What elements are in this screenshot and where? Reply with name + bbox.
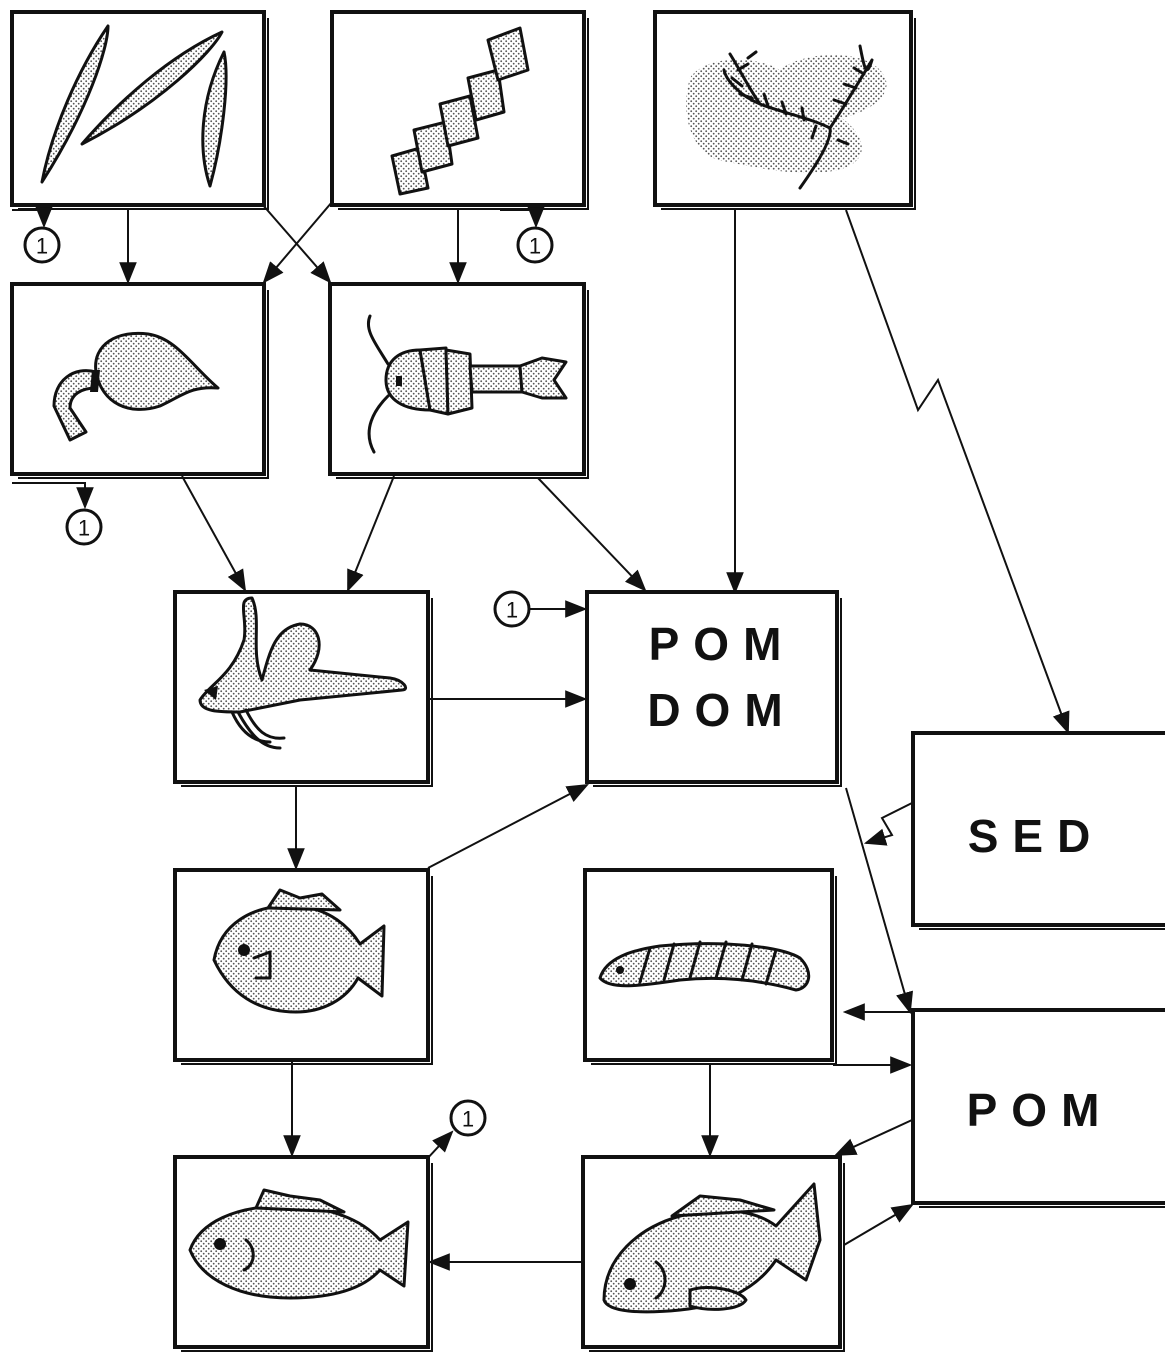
marker-label: 1 [506,598,518,623]
pom-label: POM [967,1084,1114,1136]
benthic-fish-illustration [602,1182,822,1314]
marker-label: 1 [529,234,541,259]
box-rotifer [10,282,269,479]
box-pom-dom: POM DOM [585,590,842,787]
sed-label: SED [968,810,1105,862]
box-chain-diatoms [330,10,589,210]
arrow-copepod-to-pomdom [537,477,647,592]
marker-label: 1 [78,516,90,541]
arrow-pomdom-to-pom [845,787,914,1015]
chain-diatoms-illustration [390,26,530,196]
predator-fish-illustration [188,1188,410,1300]
copepod-illustration [367,314,568,454]
marker-pom-dom-input: 1 [493,590,531,628]
insect-larva-illustration [198,596,407,750]
diatoms-illustration [40,24,228,188]
box-sunfish [173,868,433,1065]
box-sed: SED [911,731,1165,930]
box-insect-larva [173,590,433,787]
marker-label: 1 [462,1107,474,1132]
pom-dom-label-line2: DOM [647,684,796,736]
arrow-chaindiatoms-to-marker [500,206,545,229]
arrow-rotifer-to-insectlarva [181,475,247,592]
arrow-macrophyte-to-sed [845,209,1070,735]
box-macrophyte [653,10,916,210]
rotifer-illustration [52,331,220,442]
arrow-rotifer-to-marker [12,482,94,510]
marker-diatoms: 1 [23,226,61,264]
sunfish-illustration [212,888,386,1014]
arrow-sed-to-pomdom [863,802,913,846]
pom-dom-label-line1: POM [649,618,796,670]
arrow-chaindiatoms-to-rotifer [262,201,333,284]
box-benthic-fish [581,1155,845,1352]
arrow-predatorfish-to-marker [425,1130,454,1161]
marker-label: 1 [36,234,48,259]
box-copepod [328,282,589,479]
arrow-copepod-to-insectlarva [347,475,395,593]
marker-chain-diatoms: 1 [516,226,554,264]
arrow-benthicfish-to-pom [843,1203,914,1246]
box-predator-fish [173,1155,433,1352]
benthic-larva-illustration [598,940,811,992]
macrophyte-illustration [686,44,887,190]
arrow-diatoms-to-marker [12,206,53,229]
box-diatoms [10,10,269,210]
arrow-pom-to-benthicfish [834,1119,913,1156]
marker-predator-fish: 1 [449,1099,487,1137]
box-pom: POM [911,1008,1165,1208]
box-benthic-larva [583,868,837,1065]
marker-rotifer: 1 [65,508,103,546]
arrow-sunfish-to-pomdom [427,783,589,869]
